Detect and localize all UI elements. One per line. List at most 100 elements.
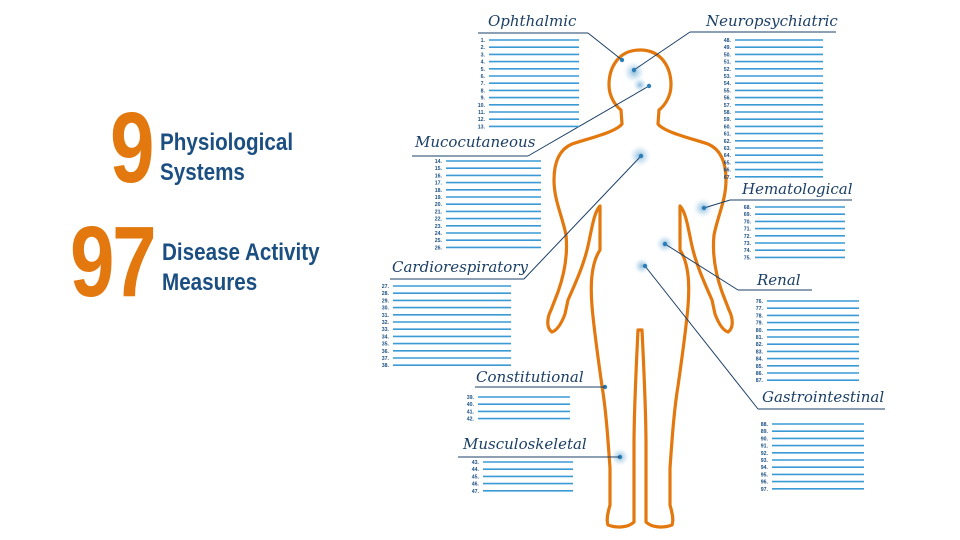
system-cardiorespiratory: Cardiorespiratory27.28.29.30.31.32.33.34… [382,258,529,369]
measure-number: 53. [724,74,732,80]
glow-gastrointestinal [633,257,651,275]
measure-number: 79. [756,321,764,327]
system-label-gastrointestinal: Gastrointestinal [762,388,884,406]
measure-row: 47. [472,489,573,495]
measure-row: 43. [472,460,573,466]
measure-number: 93. [761,458,769,464]
measure-number: 22. [435,217,443,223]
measure-row: 45. [472,474,573,480]
systems-label-line2: Systems [160,159,245,186]
marker-cardiorespiratory [638,153,644,159]
measure-row: 5. [481,67,579,73]
measure-number: 48. [724,38,732,44]
measure-row: 73. [744,241,845,247]
measure-number: 95. [761,472,769,478]
measure-row: 13. [478,124,579,130]
measure-row: 44. [472,467,573,473]
measure-row: 61. [724,132,823,138]
measure-number: 15. [435,166,443,172]
measure-row: 14. [435,159,541,165]
measure-list-ophthalmic: 1.2.3.4.5.6.7.8.9.10.11.12.13. [478,38,579,130]
measure-number: 31. [382,313,390,319]
measure-number: 30. [382,306,390,312]
measure-row: 7. [481,81,579,87]
measure-number: 9. [481,96,486,102]
measure-row: 50. [724,52,823,58]
measure-row: 35. [382,342,511,348]
system-label-mucocutaneous: Mucocutaneous [414,133,536,151]
measure-row: 91. [761,444,864,450]
body-outline [546,48,734,529]
measure-row: 66. [724,168,823,174]
measure-number: 89. [761,429,769,435]
leader-renal [664,243,739,291]
measure-row: 25. [435,238,541,244]
measure-row: 95. [761,472,864,478]
measure-number: 34. [382,334,390,340]
measure-row: 83. [756,349,859,355]
measure-number: 44. [472,467,480,473]
measure-number: 21. [435,209,443,215]
measure-number: 47. [472,489,480,495]
measure-number: 16. [435,173,443,179]
measure-number: 32. [382,320,390,326]
measure-number: 14. [435,159,443,165]
measure-number: 38. [382,363,390,369]
measures-label-line1: Disease Activity [162,239,320,266]
measure-number: 61. [724,132,732,138]
measure-list-neuropsychiatric: 48.49.50.51.52.53.54.55.56.57.58.59.60.6… [724,38,823,181]
measure-number: 66. [724,168,732,174]
measure-row: 81. [756,335,859,341]
measures-label: Disease Activity Measures [162,238,320,298]
measure-number: 76. [756,299,764,305]
measure-number: 52. [724,67,732,73]
measure-number: 69. [744,212,752,218]
measure-row: 63. [724,146,823,152]
measure-row: 97. [761,487,864,493]
measure-row: 9. [481,96,579,102]
measure-row: 56. [724,96,823,102]
measure-list-gastrointestinal: 88.89.90.91.92.93.94.95.96.97. [761,422,864,493]
measure-number: 7. [481,81,486,87]
measure-number: 6. [481,74,486,80]
measure-row: 46. [472,482,573,488]
measure-row: 59. [724,117,823,123]
measure-number: 17. [435,181,443,187]
measure-number: 64. [724,153,732,159]
measure-number: 82. [756,342,764,348]
measure-row: 40. [467,402,570,408]
measure-row: 19. [435,195,541,201]
measure-number: 96. [761,480,769,486]
measure-number: 18. [435,188,443,194]
measure-row: 3. [481,52,579,58]
measure-number: 11. [478,110,485,116]
measure-row: 77. [756,306,859,312]
measure-row: 88. [761,422,864,428]
measure-number: 87. [756,378,764,384]
measure-number: 72. [744,234,752,240]
measure-number: 4. [481,60,486,66]
measure-row: 16. [435,173,541,179]
measure-row: 62. [724,139,823,145]
measure-row: 24. [435,231,541,237]
measure-number: 90. [761,436,769,442]
measure-number: 1. [481,38,486,44]
system-label-renal: Renal [756,271,801,289]
measure-row: 28. [382,291,511,297]
measure-number: 36. [382,349,390,355]
measure-number: 25. [435,238,443,244]
measure-number: 80. [756,328,764,334]
measure-row: 1. [481,38,579,44]
measure-row: 49. [724,45,823,51]
marker-ophthalmic [619,57,625,63]
measure-list-constitutional: 39.40.41.42. [467,395,570,423]
measure-row: 23. [435,224,541,230]
measure-number: 74. [744,248,752,254]
measure-number: 70. [744,219,752,225]
leader-hematological [703,199,731,209]
measure-number: 49. [724,45,732,51]
leader-gastrointestinal [644,265,759,410]
